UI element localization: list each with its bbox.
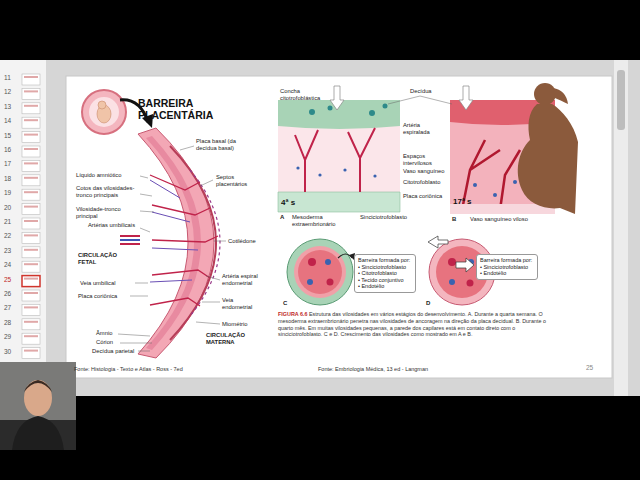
slide-number: 14 <box>4 117 20 124</box>
slide-number: 19 <box>4 189 20 196</box>
part-label: Decídua <box>410 88 440 95</box>
part-label: Placa basal (da decídua basal) <box>196 138 258 151</box>
panel-letter: C <box>283 300 291 307</box>
part-label: Veia umbilical <box>80 280 136 287</box>
slide-number: 29 <box>4 333 20 340</box>
barrier-box: Barreira formada por:• Sinciciotrofoblas… <box>354 254 416 293</box>
part-label: Âmnio <box>96 330 120 337</box>
box-item: • Sinciciotrofoblasto <box>480 264 534 271</box>
source-note: Fonte: Embriologia Médica, 13 ed - Langm… <box>318 366 478 372</box>
part-label: Vaso sanguíneo <box>403 168 447 175</box>
slide-number: 13 <box>4 103 20 110</box>
slide-number: 15 <box>4 132 20 139</box>
part-label: Sinciciotrofoblasto <box>360 214 404 221</box>
part-label: Mesoderma extraembrionário <box>292 214 356 227</box>
figure-title: BARREIRA PLACENTÁRIA <box>138 97 260 121</box>
part-label: Vilosidade-tronco principal <box>76 206 140 219</box>
part-label: Cotos das vilosidades-tronco principais <box>76 185 140 198</box>
part-label: Cotilédone <box>228 238 262 245</box>
slide-number: 24 <box>4 261 20 268</box>
part-label: Decídua parietal <box>92 348 140 355</box>
slide-number: 20 <box>4 204 20 211</box>
part-label: Citotrofoblasto <box>403 179 447 186</box>
part-label: Córion <box>96 339 120 346</box>
box-item: • Sinciciotrofoblasto <box>358 264 412 271</box>
slide-number: 16 <box>4 146 20 153</box>
box-heading: Barreira formada por: <box>358 257 412 264</box>
slide-number: 25 <box>4 276 20 283</box>
part-label: Miométrio <box>222 321 262 328</box>
slide-number: 22 <box>4 232 20 239</box>
part-label: Artéria espiral endometrial <box>222 273 262 286</box>
box-item: • Citotrofoblasto <box>358 270 412 277</box>
slide-number: 27 <box>4 304 20 311</box>
region-label: CIRCULAÇÃO MATERNA <box>206 332 260 345</box>
part-label: Espaços intervilosos <box>403 153 447 166</box>
panel-letter: A <box>280 214 288 221</box>
figure-number: FIGURA 6.6 <box>278 311 312 317</box>
figure-caption: Estrutura das vilosidades em vários está… <box>278 311 554 338</box>
box-item: • Tecido conjuntivo <box>358 277 412 284</box>
slide-number: 18 <box>4 175 20 182</box>
week-label: 4ª s <box>281 198 301 207</box>
slide-number: 11 <box>4 74 20 81</box>
slide-number: 30 <box>4 348 20 355</box>
part-label: Artérias umbilicais <box>88 222 140 229</box>
part-label: Concha citotrofoblástica <box>280 88 326 101</box>
box-item: • Endotélio <box>358 283 412 290</box>
slide-number: 12 <box>4 88 20 95</box>
part-label: Líquido amniótico <box>76 172 140 179</box>
slide-number: 23 <box>4 247 20 254</box>
box-item: • Endotélio <box>480 270 534 277</box>
part-label: Placa coriônica <box>403 193 447 200</box>
slide-number: 28 <box>4 319 20 326</box>
panel-letter: B <box>452 216 460 223</box>
slide-number: 26 <box>4 290 20 297</box>
part-label: Septos placentários <box>216 174 260 187</box>
box-heading: Barreira formada por: <box>480 257 534 264</box>
region-label: CIRCULAÇÃO FETAL <box>78 252 124 265</box>
source-note: Fonte: Histologia - Texto e Atlas - Ross… <box>74 366 264 372</box>
slide-number: 17 <box>4 160 20 167</box>
part-label: Veia endometrial <box>222 297 262 310</box>
part-label: Vaso sanguíneo viloso <box>470 216 540 223</box>
barrier-box: Barreira formada por:• Sinciciotrofoblas… <box>476 254 538 280</box>
part-label: Artéria espiralada <box>403 122 447 135</box>
panel-letter: D <box>426 300 434 307</box>
slide-number: 25 <box>586 364 602 371</box>
part-label: Placa coriônica <box>78 293 130 300</box>
slide-number: 21 <box>4 218 20 225</box>
week-label: 17ª s <box>453 197 479 206</box>
